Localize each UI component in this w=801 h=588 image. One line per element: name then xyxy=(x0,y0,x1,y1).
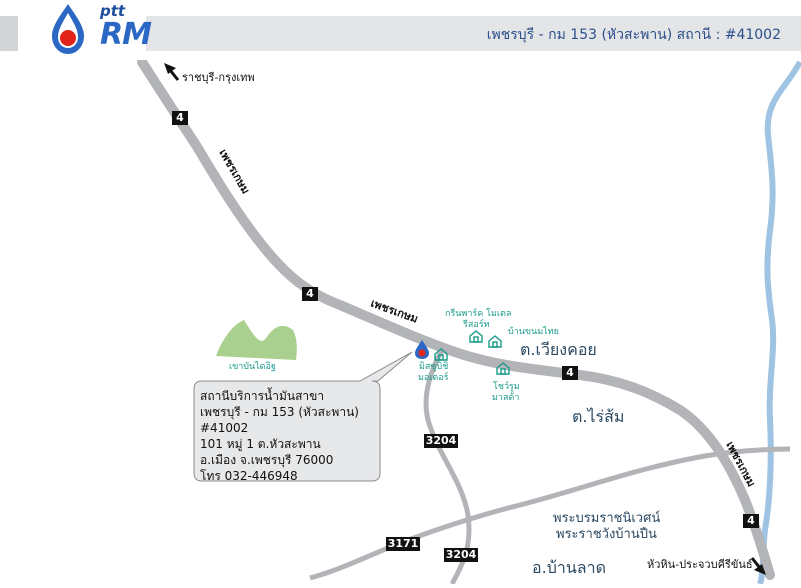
palace-line1: พระบรมราชนิเวศน์ xyxy=(553,511,661,526)
page-title: เพชรบุรี - กม 153 (หัวสะพาน) สถานี : #41… xyxy=(486,27,781,43)
route-3204-badge: 3204 xyxy=(424,434,458,448)
poi-baan-khanom-thai: บ้านขนมไทย xyxy=(508,327,559,337)
area-rai-som: ต.ไร่ส้ม xyxy=(572,407,625,426)
hill-label: เขาบันไดอิฐ xyxy=(229,362,276,372)
route-4-badge: 4 xyxy=(172,111,188,125)
station-marker-icon[interactable] xyxy=(415,340,429,359)
north-direction-label: ราชบุรี-กรุงเทพ xyxy=(182,71,255,84)
house-icon xyxy=(488,335,502,348)
header-left-accent xyxy=(0,16,18,51)
area-wiang-khoi: ต.เวียงคอย xyxy=(520,340,597,359)
station-info-line5: อ.เมือง จ.เพชรบุรี 76000 xyxy=(200,453,334,467)
south-direction-label: หัวหิน-ประจวบคีรีขันธ์ xyxy=(647,558,753,571)
station-info-line4: 101 หมู่ 1 ต.หัวสะพาน xyxy=(200,437,321,451)
south-arrow-icon xyxy=(750,557,766,575)
ptt-logo-icon xyxy=(52,4,84,54)
station-info: สถานีบริการน้ำมันสาขา เพชรบุรี - กม 153 … xyxy=(200,388,359,484)
house-icon xyxy=(496,362,510,375)
station-info-line3: #41002 xyxy=(200,421,249,435)
station-info-line2: เพชรบุรี - กม 153 (หัวสะพาน) xyxy=(200,405,359,419)
house-icon xyxy=(434,348,448,361)
route-4-badge: 4 xyxy=(302,287,318,301)
route-3171-badge: 3171 xyxy=(386,537,420,551)
palace-line2: พระราชวังบ้านปืน xyxy=(556,527,657,542)
poi-green-park-line2: รีสอร์ท xyxy=(463,320,490,330)
north-arrow-icon xyxy=(164,63,180,81)
river xyxy=(757,60,801,585)
station-info-line6: โทร 032-446948 xyxy=(200,469,298,483)
area-ban-lat: อ.บ้านลาด xyxy=(532,558,606,577)
hill-shape xyxy=(216,320,297,360)
house-icon xyxy=(469,330,483,343)
poi-showroom-line2: มาสด้า xyxy=(492,393,520,403)
route-3204-badge: 3204 xyxy=(444,548,478,562)
poi-green-park-line1: กรีนพาร์ค โมเตล xyxy=(445,309,512,319)
info-callout-shape xyxy=(193,351,413,482)
station-info-line1: สถานีบริการน้ำมันสาขา xyxy=(200,389,325,403)
brand-small-text: ptt xyxy=(100,2,126,20)
route-4-badge: 4 xyxy=(562,366,578,380)
logo[interactable]: ptt RM xyxy=(18,0,152,60)
brand-big-text: RM xyxy=(100,17,152,52)
poi-showroom-line1: โชว์รูม xyxy=(493,382,520,392)
route-4-badge: 4 xyxy=(743,514,759,528)
road-4 xyxy=(137,57,775,580)
poi-mitsubishi-line2: มอเตอร์ xyxy=(418,373,449,383)
poi-mitsubishi-line1: มิสซูบิชิ xyxy=(419,362,449,372)
